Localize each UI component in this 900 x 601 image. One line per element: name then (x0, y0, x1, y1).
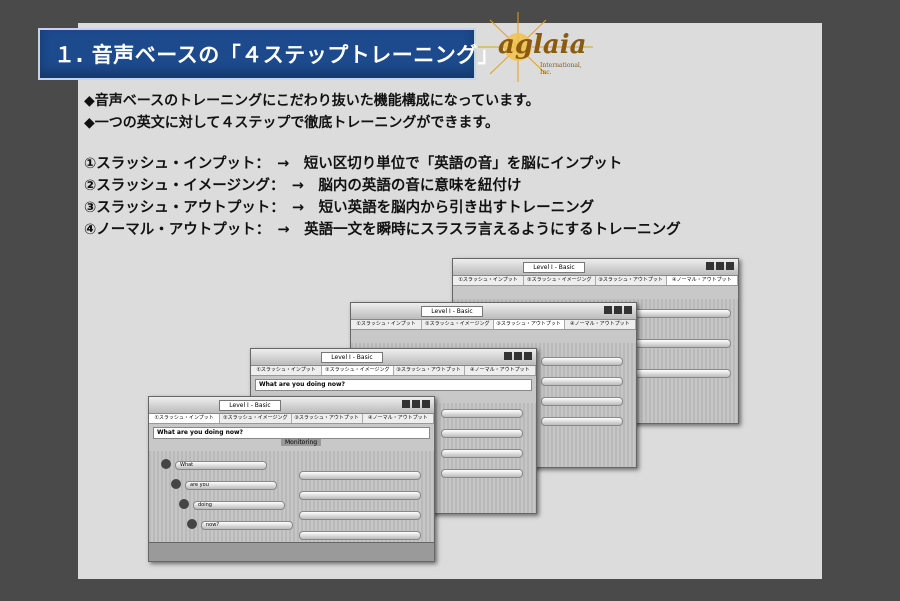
answer-bar[interactable] (541, 417, 623, 426)
step-line: ②スラッシュ・イメージング： → 脳内の英語の音に意味を紐付け (84, 178, 522, 194)
window-button-icon[interactable] (422, 400, 430, 408)
speaker-head-icon[interactable] (187, 519, 197, 529)
chunk-bar[interactable]: are you (185, 481, 277, 490)
question-text: What are you doing now? (153, 427, 430, 439)
tab-step3[interactable]: ③スラッシュ・アウトプット (596, 276, 667, 285)
aglaia-logo: aglaia International, Inc. (478, 12, 593, 82)
feature-list: ◆音声ベースのトレーニングにこだわり抜いた機能構成になっています。 ◆一つの英文… (84, 90, 540, 134)
chunk-bar[interactable]: now? (201, 521, 293, 530)
page-title: １. 音声ベースの「４ステップトレーニング」 (54, 43, 500, 67)
level-display[interactable]: Level Ⅰ - Basic (421, 306, 483, 317)
step-line: ④ノーマル・アウトプット： → 英語一文を瞬時にスラスラ言えるようにするトレーニ… (84, 222, 681, 238)
level-display[interactable]: Level Ⅰ - Basic (321, 352, 383, 363)
tab-step3[interactable]: ③スラッシュ・アウトプット (493, 320, 565, 329)
answer-bar[interactable] (541, 377, 623, 386)
tab-step2[interactable]: ②スラッシュ・イメージング (322, 366, 394, 375)
tab-step3[interactable]: ③スラッシュ・アウトプット (394, 366, 465, 375)
answer-bar[interactable] (541, 357, 623, 366)
tab-step2[interactable]: ②スラッシュ・イメージング (524, 276, 596, 285)
step-line: ①スラッシュ・インプット： → 短い区切り単位で「英語の音」を脳にインプット (84, 156, 623, 172)
window-toolbar: Level Ⅰ - Basic (149, 397, 434, 414)
tab-step1[interactable]: ①スラッシュ・インプット (351, 320, 423, 329)
window-button-icon[interactable] (624, 306, 632, 314)
monitoring-label: Monitoring (281, 439, 322, 446)
level-display[interactable]: Level Ⅰ - Basic (219, 400, 281, 411)
step-list: ①スラッシュ・インプット： → 短い区切り単位で「英語の音」を脳にインプット ②… (84, 153, 681, 241)
tab-step4[interactable]: ④ノーマル・アウトプット (465, 366, 536, 375)
tab-step2[interactable]: ②スラッシュ・イメージング (220, 414, 292, 423)
step-line: ③スラッシュ・アウトプット： → 短い英語を脳内から引き出すトレーニング (84, 200, 595, 216)
answer-bar[interactable] (441, 469, 523, 478)
window-toolbar: Level Ⅰ - Basic (251, 349, 536, 366)
tab-step4[interactable]: ④ノーマル・アウトプット (666, 276, 738, 285)
window-button-icon[interactable] (614, 306, 622, 314)
chunk-text: now? (206, 522, 219, 528)
window-button-icon[interactable] (504, 352, 512, 360)
tab-step4[interactable]: ④ノーマル・アウトプット (363, 414, 434, 423)
chunk-text: are you (190, 482, 209, 488)
sunburst-icon (478, 12, 593, 82)
tab-step1[interactable]: ①スラッシュ・インプット (149, 414, 221, 423)
tab-step1[interactable]: ①スラッシュ・インプット (453, 276, 525, 285)
chunk-bar[interactable]: doing (193, 501, 285, 510)
answer-bar[interactable] (441, 429, 523, 438)
speaker-head-icon[interactable] (179, 499, 189, 509)
chunk-text: doing (198, 502, 212, 508)
player-controls (149, 542, 434, 561)
answer-bar[interactable] (299, 511, 421, 520)
window-button-icon[interactable] (402, 400, 410, 408)
answer-bar[interactable] (441, 449, 523, 458)
answer-bar[interactable] (299, 471, 421, 480)
question-text: What are you doing now? (255, 379, 532, 391)
feature-line: ◆一つの英文に対して４ステップで徹底トレーニングができます。 (84, 115, 499, 131)
window-button-icon[interactable] (716, 262, 724, 270)
window-button-icon[interactable] (412, 400, 420, 408)
window-button-icon[interactable] (726, 262, 734, 270)
answer-bar[interactable] (299, 491, 421, 500)
window-toolbar: Level Ⅰ - Basic (453, 259, 738, 276)
speaker-head-icon[interactable] (171, 479, 181, 489)
window-toolbar: Level Ⅰ - Basic (351, 303, 636, 320)
chunk-text: What (180, 462, 194, 468)
window-button-icon[interactable] (604, 306, 612, 314)
answer-bar[interactable] (541, 397, 623, 406)
window-button-icon[interactable] (514, 352, 522, 360)
tab-step1[interactable]: ①スラッシュ・インプット (251, 366, 323, 375)
answer-bar[interactable] (441, 409, 523, 418)
logo-subtitle: International, Inc. (540, 62, 582, 76)
window-button-icon[interactable] (706, 262, 714, 270)
feature-line: ◆音声ベースのトレーニングにこだわり抜いた機能構成になっています。 (84, 93, 540, 109)
logo-wordmark: aglaia (498, 30, 587, 60)
tab-step2[interactable]: ②スラッシュ・イメージング (422, 320, 494, 329)
speaker-head-icon[interactable] (161, 459, 171, 469)
tab-step4[interactable]: ④ノーマル・アウトプット (565, 320, 636, 329)
answer-bar[interactable] (299, 531, 421, 540)
title-banner: １. 音声ベースの「４ステップトレーニング」 (38, 28, 499, 80)
chunk-bar[interactable]: What (175, 461, 267, 470)
window-button-icon[interactable] (524, 352, 532, 360)
level-display[interactable]: Level Ⅰ - Basic (523, 262, 585, 273)
tab-step3[interactable]: ③スラッシュ・アウトプット (292, 414, 363, 423)
